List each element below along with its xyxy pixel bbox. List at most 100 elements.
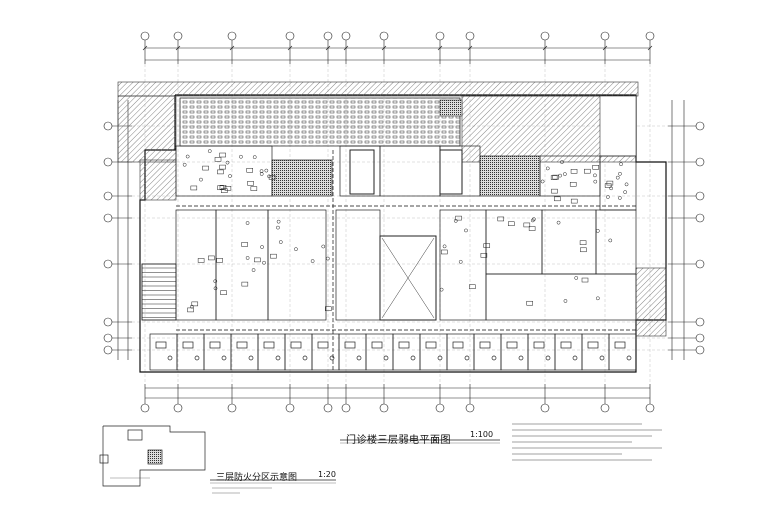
auditorium-seating [179,97,463,147]
consulting-room [257,333,286,371]
main-drawing-title: 门诊楼三层弱电平面图 [346,435,451,446]
device-symbol [199,177,203,182]
furniture [270,253,277,259]
desk [182,341,194,349]
consulting-rooms-row [149,333,637,371]
axis-bubble [695,333,705,343]
axis-bubble [285,31,295,41]
desk [236,341,248,349]
furniture [241,242,248,247]
device-symbol [207,149,212,153]
device-symbol [245,256,250,260]
device-symbol [248,355,254,361]
axis-bubble [341,31,351,41]
axis-bubble [600,403,610,413]
device-symbol [593,179,598,184]
device-symbol [321,244,326,249]
axis-bubble [140,31,150,41]
device-symbol [221,355,227,361]
furniture [606,180,614,186]
axis-bubble [695,121,705,131]
device-symbol [556,220,561,225]
device-symbol [228,174,232,178]
desk [290,341,302,349]
axis-bubble [600,31,610,41]
device-symbol [259,172,264,176]
furniture [570,169,578,174]
axis-bubble [323,31,333,41]
furniture-and-devices [182,149,629,313]
device-symbol [329,355,335,361]
device-symbol [267,174,271,179]
furniture [508,221,515,226]
desk [452,341,464,349]
bottom-axis-bubbles [140,384,655,413]
consulting-room [176,333,205,371]
device-symbol [167,355,173,361]
desk [425,341,437,349]
device-symbol [213,279,218,284]
right-axis-bubbles [668,121,705,355]
furniture [554,196,561,202]
device-symbol [383,355,389,361]
furniture [187,307,194,313]
bottom-dimension-chain [145,387,650,399]
desk [614,341,626,349]
device-symbol [623,190,627,194]
furniture [220,290,227,295]
axis-bubble [103,191,113,201]
right-dimension-chain [671,100,685,360]
axis-bubble [645,31,655,41]
device-symbol [194,355,200,361]
device-symbol [540,179,545,184]
axis-bubble [285,403,295,413]
device-symbol [294,247,298,252]
furniture [523,222,531,228]
consulting-room [500,333,529,371]
furniture [247,181,254,186]
furniture [441,249,448,255]
consulting-room [149,333,178,371]
axis-bubble [103,121,113,131]
axis-bubble [103,259,113,269]
furniture [579,240,587,245]
furniture [191,301,199,307]
upper-rooms [175,145,637,211]
device-symbol [225,160,230,165]
furniture [469,284,476,289]
furniture [217,185,224,191]
device-symbol [593,173,597,178]
axis-bubble [540,403,550,413]
device-symbol [464,228,468,233]
furniture [254,257,261,263]
desk [533,341,545,349]
consulting-room [527,333,556,371]
top-dimension-chain [142,45,653,61]
device-symbol [458,259,463,264]
device-symbol [518,355,524,361]
left-axis-bubbles [103,121,132,355]
device-symbol [608,238,613,243]
middle-room-blocks [175,209,637,321]
desk [560,341,572,349]
consulting-room [554,333,583,371]
hatched-zones [117,95,667,337]
desk [209,341,221,349]
furniture [550,175,558,180]
axis-bubble [103,213,113,223]
furniture [480,253,488,258]
device-symbol [185,154,190,159]
axis-bubble [465,31,475,41]
device-symbol [453,218,458,223]
device-symbol [442,244,447,249]
furniture [241,281,249,287]
device-symbol [560,160,564,164]
axis-bubble [103,345,113,355]
desk [398,341,410,349]
notes-lines [512,423,662,461]
furniture [219,152,226,158]
desk [344,341,356,349]
device-symbol [182,162,187,167]
inset-drawing-title: 三层防火分区示意图 [216,473,298,483]
desk [506,341,518,349]
